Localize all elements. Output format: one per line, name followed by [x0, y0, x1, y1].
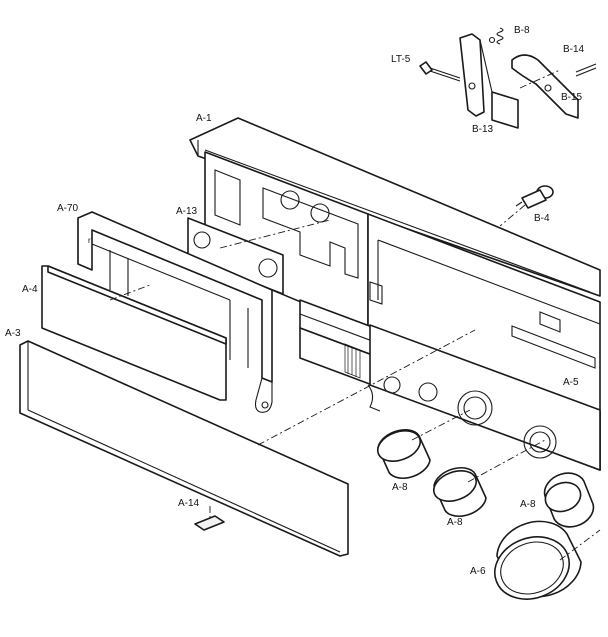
label-a1: A-1 [196, 113, 212, 124]
callout-labels: A-1 A-13 A-70 A-4 A-3 A-5 A-8 A-8 A-8 A-… [5, 25, 585, 577]
label-a3: A-3 [5, 328, 21, 339]
knob-a6 [494, 520, 582, 600]
pad-a14 [194, 515, 225, 531]
label-a8-left: A-8 [392, 482, 408, 493]
panel-a4 [41, 265, 227, 401]
lever-bracket-b13 [459, 33, 519, 129]
label-a70: A-70 [57, 203, 79, 214]
label-lt5: LT-5 [391, 54, 411, 65]
leader-lines [109, 69, 601, 561]
label-b8: B-8 [514, 25, 530, 36]
spring-b8 [488, 27, 504, 45]
knob-a8-center [432, 467, 487, 517]
frame-a70: r [77, 211, 273, 413]
label-a4: A-4 [22, 284, 38, 295]
label-a8-right: A-8 [520, 499, 536, 510]
knob-a8-right [543, 472, 595, 528]
label-a8-center: A-8 [447, 517, 463, 528]
label-b15: B-15 [561, 92, 583, 103]
screw-lt5 [419, 61, 461, 82]
label-b13: B-13 [472, 124, 494, 135]
label-a5: A-5 [563, 377, 579, 388]
front-panel-a3 [19, 340, 349, 557]
svg-text:r: r [88, 236, 91, 245]
knob-a8-left [376, 429, 431, 479]
bracket-a13 [187, 217, 284, 295]
label-a13: A-13 [176, 206, 198, 217]
label-b4: B-4 [534, 213, 550, 224]
lever-b14 [511, 54, 579, 119]
pin-b15 [575, 63, 597, 77]
label-a14: A-14 [178, 498, 200, 509]
chassis-a1 [189, 117, 601, 471]
label-a6: A-6 [470, 566, 486, 577]
label-b14: B-14 [563, 44, 585, 55]
screw-b4 [515, 185, 554, 209]
